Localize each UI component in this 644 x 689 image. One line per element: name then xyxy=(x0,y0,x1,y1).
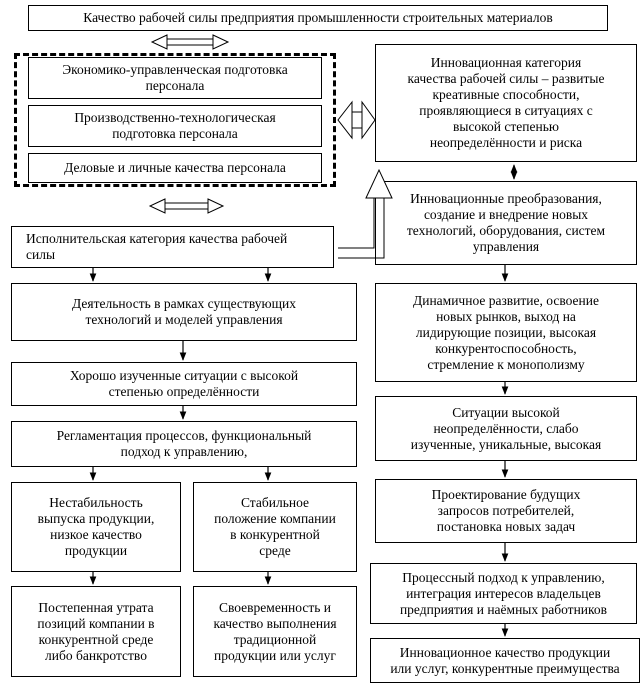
innovative-quality-box: Инновационное качество продукции или усл… xyxy=(370,638,640,683)
future-demand-box: Проектирование будущих запросов потребит… xyxy=(375,479,637,543)
innovative-category-box: Инновационная категория качества рабочей… xyxy=(375,44,637,162)
innovative-transformations-box: Инновационные преобразования, создание и… xyxy=(375,181,637,265)
double-arrow-group-to-executive xyxy=(148,198,225,214)
double-arrow-title-to-group xyxy=(150,34,230,50)
executive-category-box: Исполнительская категория качества рабоч… xyxy=(11,226,334,268)
loss-of-position-box: Постепенная утрата позиций компании в ко… xyxy=(11,586,181,677)
process-approach-box: Процессный подход к управлению, интеграц… xyxy=(370,563,637,624)
technological-training-box: Производственно-технологическая подготов… xyxy=(28,105,322,147)
economic-training-box: Экономико-управленческая подготовка перс… xyxy=(28,57,322,99)
personal-qualities-box: Деловые и личные качества персонала xyxy=(28,153,322,183)
high-uncertainty-box: Ситуации высокой неопределённости, слабо… xyxy=(375,396,637,461)
title-box: Качество рабочей силы предприятия промыш… xyxy=(28,5,608,31)
left-chain-box-1: Деятельность в рамках существующих техно… xyxy=(11,283,357,341)
dynamic-development-box: Динамичное развитие, освоение новых рынк… xyxy=(375,283,637,382)
left-chain-box-2: Хорошо изученные ситуации с высокой степ… xyxy=(11,362,357,406)
left-chain-box-3: Регламентация процессов, функциональный … xyxy=(11,421,357,467)
timeliness-box: Своевременность и качество выполнения тр… xyxy=(193,586,357,677)
instability-box: Нестабильность выпуска продукции, низкое… xyxy=(11,482,181,572)
left-group-frame xyxy=(14,53,336,187)
double-arrow-group-to-innovative xyxy=(337,100,376,140)
stable-position-box: Стабильное положение компании в конкурен… xyxy=(193,482,357,572)
